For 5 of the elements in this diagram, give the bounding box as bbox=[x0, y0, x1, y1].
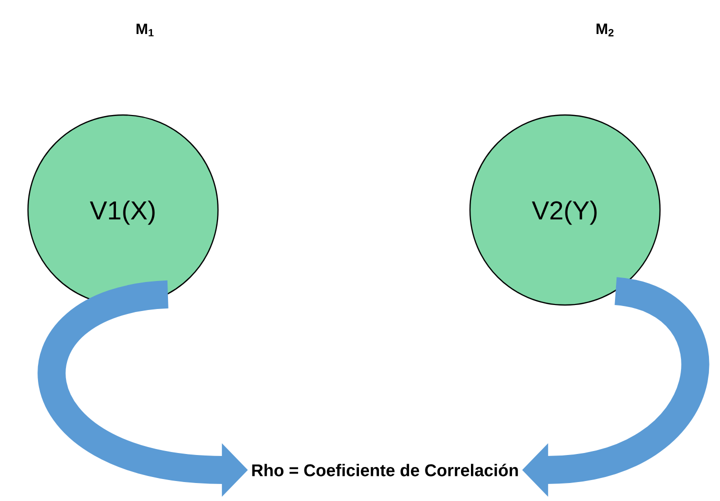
circle-node: V2(Y) bbox=[469, 114, 661, 306]
model-label: M$_{2}$ bbox=[596, 24, 614, 36]
circle-node: V1(X) bbox=[27, 114, 219, 306]
model-label: M$_{1}$ bbox=[136, 24, 154, 36]
caption-text: Rho = Coeficiente de Correlación bbox=[252, 464, 518, 476]
